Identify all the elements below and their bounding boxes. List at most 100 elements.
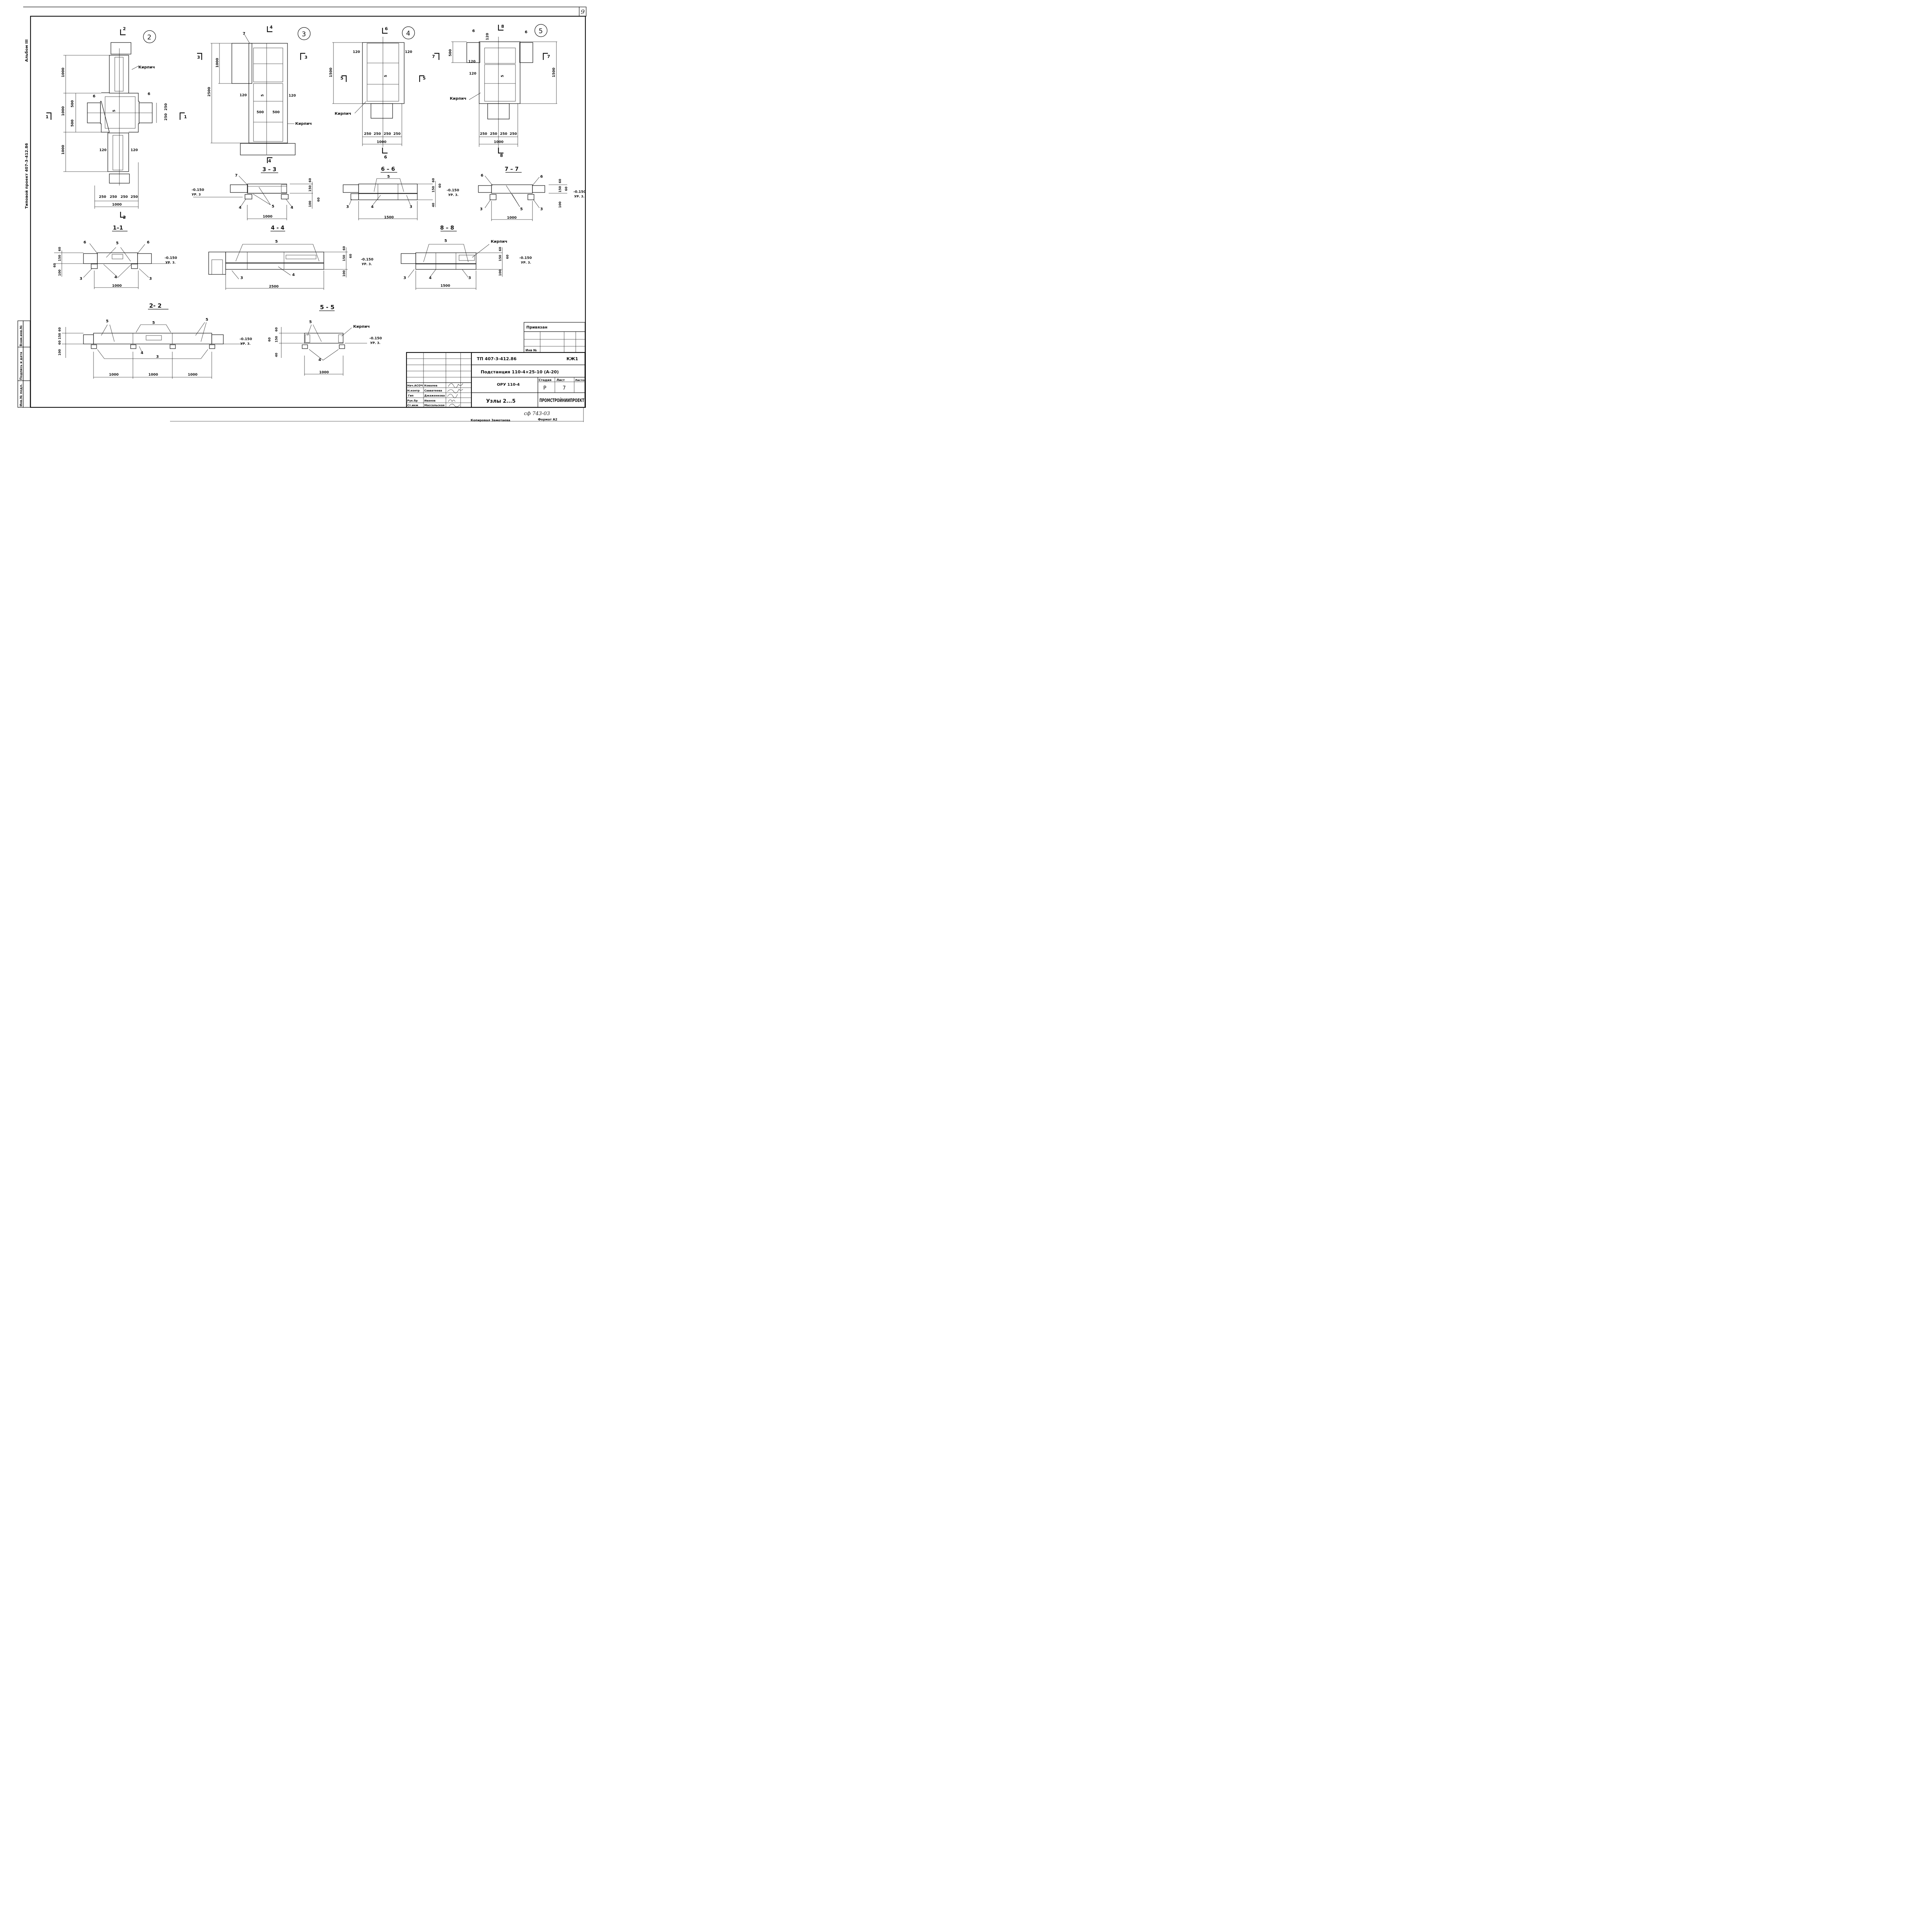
dim: 60 150 <box>58 333 61 345</box>
pos: 3 <box>480 207 483 211</box>
dim: 150 <box>498 255 502 261</box>
dim: 120 <box>99 148 107 152</box>
section-title: 1–1 <box>113 225 123 231</box>
side-label-2: Подпись и дата <box>19 352 23 380</box>
level: -0.150 <box>573 190 586 194</box>
pos: 6 <box>540 175 543 179</box>
dim: 150 <box>308 185 312 192</box>
dim: 1000 <box>61 68 65 77</box>
sheet-title: Узлы 2...5 <box>486 398 515 404</box>
person: Массальская <box>424 404 444 407</box>
cut: 6 <box>385 26 388 31</box>
dim: 60 <box>558 179 562 183</box>
stage-value: Р <box>543 385 546 391</box>
dim: 60 <box>349 254 352 258</box>
dim: 500 <box>449 49 452 56</box>
dim: 100 <box>558 201 562 208</box>
dim: 120 <box>486 33 490 40</box>
signatures <box>447 383 463 407</box>
stage-header: Стадия <box>539 378 551 382</box>
section-8-8 <box>401 231 503 290</box>
dim: 120 <box>240 94 247 97</box>
dim: 250 <box>393 132 401 136</box>
side-stamp <box>17 320 31 408</box>
level: -0.150 <box>240 337 252 341</box>
level: -0.150 <box>447 189 459 192</box>
section-7-7 <box>478 172 567 221</box>
pos: 4 <box>429 276 432 280</box>
pos: 3 <box>346 205 349 209</box>
dim: 1000 <box>216 58 219 68</box>
object-name: ОРУ 110-4 <box>497 383 520 387</box>
pos: 4 <box>239 206 242 210</box>
person: Савватеева <box>424 389 442 392</box>
dim: 60 <box>498 247 502 251</box>
dim: 120 <box>131 148 138 152</box>
level-ref: УР. 3. <box>240 342 250 346</box>
kirpich-label: Кирпич <box>491 240 507 244</box>
node-2-cut-right: 1 <box>184 114 187 119</box>
sheet-frame <box>23 7 587 422</box>
dim: 1000 <box>507 216 517 220</box>
pos: 7 <box>243 32 245 36</box>
section-title: 8 – 8 <box>440 225 454 231</box>
dim: 120 <box>353 50 360 54</box>
section-title: 7 – 7 <box>505 166 519 172</box>
level-ref: УР. 3. <box>362 262 372 266</box>
dim: 120 <box>469 72 476 76</box>
dim: 1500 <box>329 68 333 77</box>
sheet-value: 7 <box>563 385 566 391</box>
dim: 1000 <box>494 140 503 144</box>
pos: 3 <box>410 205 412 209</box>
dim: 250 <box>500 132 507 136</box>
album-label: Альбом III <box>24 39 29 62</box>
pos: 6 <box>83 240 86 245</box>
level-ref: УР. 3. <box>521 261 531 264</box>
cut: 3 <box>197 55 200 60</box>
section-5-5 <box>279 310 367 376</box>
cut: 7 <box>432 54 435 59</box>
dim: 40 <box>432 203 435 207</box>
pos: 5 <box>106 319 109 323</box>
level-ref: УР. 3. <box>370 341 380 345</box>
pos: 5 <box>152 321 155 325</box>
level-ref: УР. 3. <box>448 193 458 197</box>
pos: 6 <box>147 240 150 245</box>
side-label-1: Взам.инв.№ <box>19 325 23 346</box>
dim: 250 <box>480 132 487 136</box>
dim: 500 <box>71 119 75 127</box>
dim: 150 <box>432 186 435 192</box>
cut: 4 <box>270 25 273 30</box>
dim: 150 <box>558 186 562 192</box>
node-4-plan <box>332 26 424 154</box>
pos: 5 <box>275 240 278 244</box>
pos: 6 <box>148 92 150 96</box>
privyazan-label: Привязан <box>526 325 548 330</box>
dim: 60 <box>506 254 509 259</box>
pos: 5 <box>387 175 390 179</box>
pos: 5 <box>384 75 388 77</box>
pos: 3 <box>80 277 82 281</box>
cut: 5 <box>423 76 426 81</box>
role: Гип <box>408 394 413 397</box>
node-5-plan <box>434 24 557 154</box>
dim: 60 <box>438 183 442 188</box>
section-title: 6 – 6 <box>381 166 395 172</box>
section-2-2 <box>62 309 243 379</box>
dim: 60 <box>432 178 435 182</box>
dim: 100 <box>342 270 346 277</box>
pos: 5 <box>520 207 523 211</box>
dim: 250 <box>510 132 517 136</box>
dim: 1500 <box>384 216 394 220</box>
doc-code: ТП 407-3-412.86 <box>477 356 517 361</box>
kirpich-label: Кирпич <box>450 97 466 101</box>
pos: 3 <box>149 277 152 281</box>
section-title: 3 – 3 <box>262 167 276 173</box>
pos: 4 <box>141 351 143 355</box>
kirpich-label: Кирпич <box>295 122 312 126</box>
project-name: Подстанция 110-4×25-10 (А-20) <box>481 369 559 375</box>
dim: 250 <box>110 195 117 199</box>
pos: 4 <box>292 273 295 277</box>
section-title: 5 - 5 <box>320 304 335 311</box>
copied-by: Копировал Замотаева <box>471 419 510 422</box>
